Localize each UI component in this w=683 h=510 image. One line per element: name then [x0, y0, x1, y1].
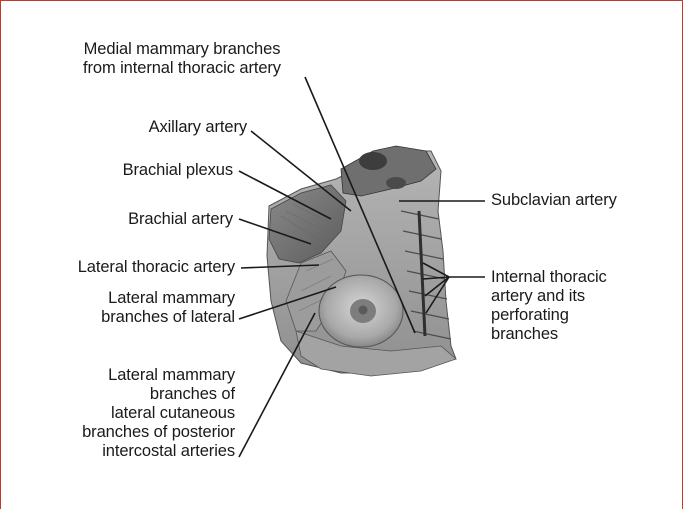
label-axillary-artery: Axillary artery — [81, 118, 247, 137]
label-subclavian-artery: Subclavian artery — [491, 191, 671, 210]
label-medial-mammary-branches: Medial mammary branches from internal th… — [47, 40, 317, 78]
label-brachial-plexus: Brachial plexus — [71, 161, 233, 180]
label-brachial-artery: Brachial artery — [71, 210, 233, 229]
label-lateral-mammary-branches-posterior: Lateral mammary branches of lateral cuta… — [21, 366, 235, 461]
leader-lateral-mammary-posterior — [239, 313, 315, 457]
chest-illustration — [267, 146, 456, 376]
label-lateral-thoracic-artery: Lateral thoracic artery — [21, 258, 235, 277]
label-internal-thoracic-artery: Internal thoracic artery and its perfora… — [491, 268, 671, 344]
label-lateral-mammary-branches-of-lateral: Lateral mammary branches of lateral — [41, 289, 235, 327]
